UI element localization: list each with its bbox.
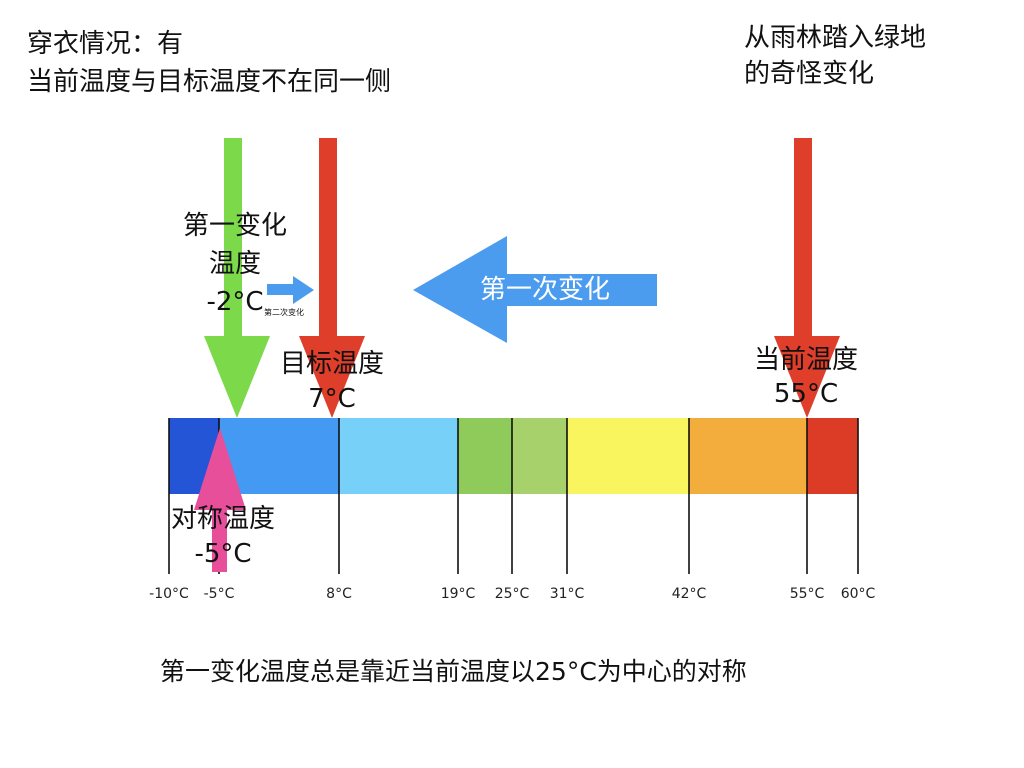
- scale-tick-label: 19°C: [441, 586, 476, 602]
- current-temperature-label: 当前温度: [753, 345, 858, 375]
- first-change-temp: -2°C: [206, 287, 264, 317]
- scale-segment: [458, 418, 512, 494]
- header-line-2: 当前温度与目标温度不在同一侧: [27, 67, 392, 97]
- scale-segment: [689, 418, 807, 494]
- second-change-label: 第二次变化: [264, 308, 304, 317]
- temperature-scale-bar: [169, 418, 858, 494]
- first-change-label-line-2: 温度: [208, 249, 261, 279]
- scale-tick-label: -10°C: [149, 586, 189, 602]
- header-line-1: 穿衣情况：有: [27, 29, 184, 59]
- temperature-tick-lines: [168, 418, 859, 574]
- first-change-arrow: [204, 138, 270, 418]
- first-change-direction-arrow: [413, 236, 657, 343]
- scale-tick-label: 8°C: [326, 586, 352, 602]
- temperature-tick-labels: -10°C -5°C 8°C 19°C 25°C 31°C 42°C 55°C 60°C: [149, 586, 875, 602]
- scale-tick-label: 31°C: [550, 586, 585, 602]
- first-change-label-line-1: 第一变化: [182, 211, 287, 241]
- scale-segment: [339, 418, 458, 494]
- symmetric-temperature-label: 对称温度: [170, 504, 275, 534]
- scale-segment: [219, 418, 339, 494]
- current-temperature-value: 55°C: [773, 379, 839, 409]
- current-temperature-arrow: [774, 138, 840, 418]
- first-change-arrow-label: 第一次变化: [480, 275, 611, 305]
- scale-tick-label: 25°C: [495, 586, 530, 602]
- footer-note: 第一变化温度总是靠近当前温度以25°C为中心的对称: [160, 657, 747, 686]
- symmetric-temperature-arrow: [194, 428, 246, 572]
- scale-tick-label: 60°C: [841, 586, 876, 602]
- target-temperature-value: 7°C: [308, 384, 356, 414]
- scale-segment: [567, 418, 689, 494]
- top-right-note-line-2: 的奇怪变化: [744, 59, 875, 89]
- symmetric-temperature-value: -5°C: [194, 539, 252, 569]
- scale-segment: [807, 418, 858, 494]
- scale-tick-label: 42°C: [672, 586, 707, 602]
- scale-tick-label: 55°C: [790, 586, 825, 602]
- target-temperature-arrow: [299, 138, 365, 418]
- scale-tick-label: -5°C: [204, 586, 235, 602]
- target-temperature-label: 目标温度: [279, 349, 384, 379]
- top-right-note-line-1: 从雨林踏入绿地: [744, 23, 927, 53]
- second-change-arrow: [267, 276, 314, 304]
- scale-segment: [512, 418, 567, 494]
